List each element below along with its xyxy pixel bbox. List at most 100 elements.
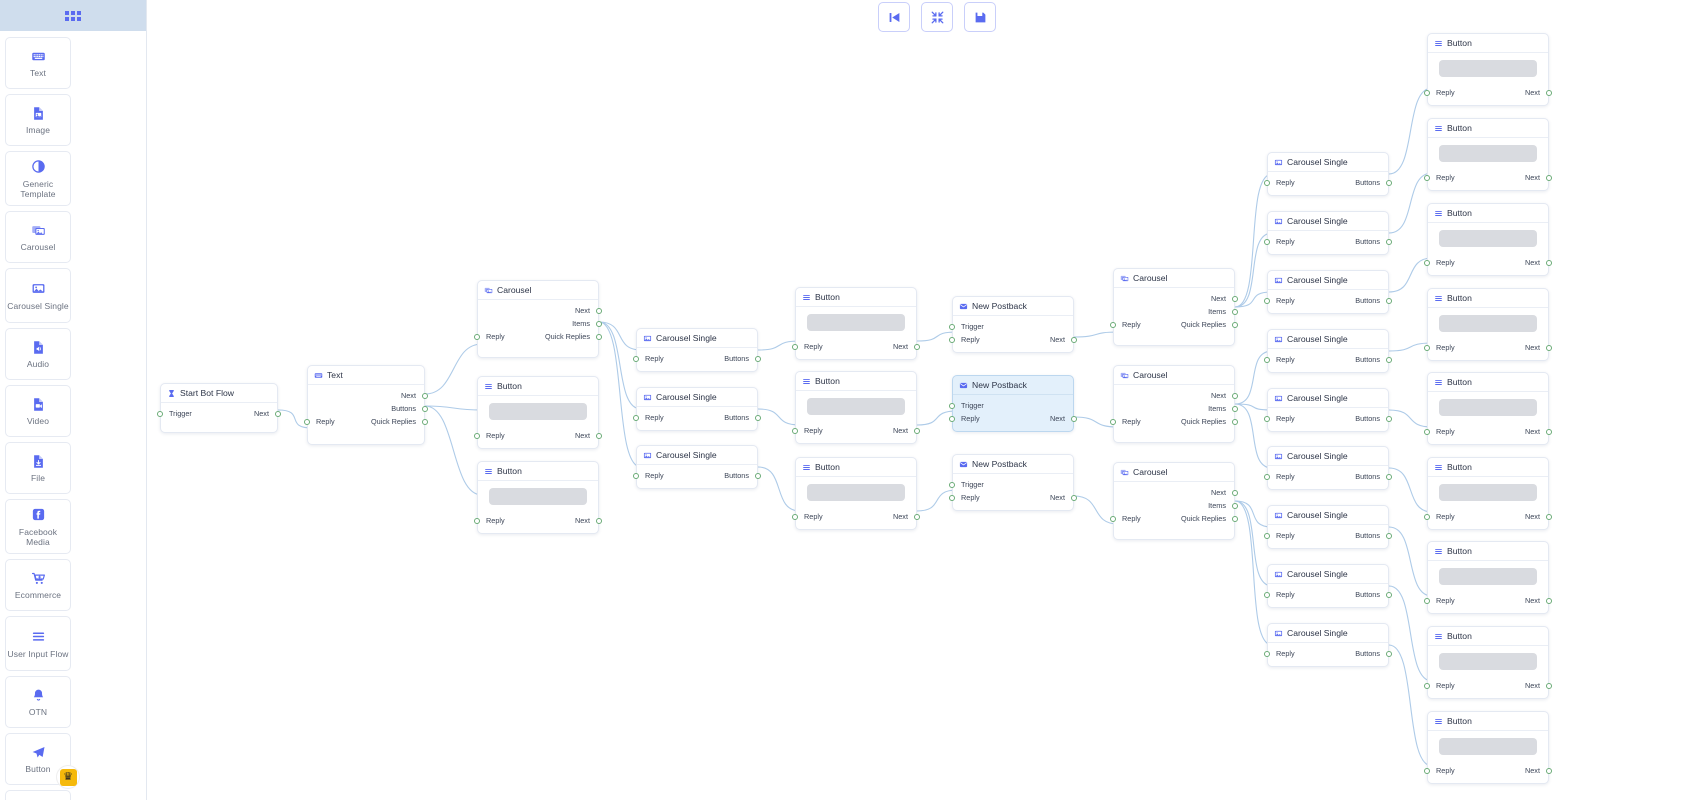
- port-dot-out[interactable]: [1386, 356, 1392, 363]
- port-label-right[interactable]: Next: [400, 391, 416, 400]
- port-dot-out[interactable]: [596, 517, 602, 524]
- port-label-right[interactable]: Buttons: [1355, 472, 1380, 481]
- port-label-right[interactable]: Next: [574, 516, 590, 525]
- port-label-left[interactable]: Trigger: [169, 409, 192, 418]
- port-dot-in[interactable]: [1264, 297, 1270, 304]
- port-label-right[interactable]: Next: [1049, 335, 1065, 344]
- node-header[interactable]: Carousel Single: [1268, 506, 1388, 525]
- port-dot-out[interactable]: [755, 472, 761, 479]
- port-label-right[interactable]: Items: [1208, 404, 1226, 413]
- port-dot-in[interactable]: [949, 336, 955, 343]
- port-label-right[interactable]: Next: [1524, 258, 1540, 267]
- port-dot-out[interactable]: [596, 320, 602, 327]
- palette-item-text[interactable]: Text: [5, 37, 71, 89]
- port-label-right[interactable]: Next: [1210, 391, 1226, 400]
- node-header[interactable]: Button: [1428, 119, 1548, 138]
- node-header[interactable]: New Postback: [953, 297, 1073, 316]
- connection-link[interactable]: [424, 405, 483, 411]
- node-header[interactable]: Button: [478, 462, 598, 481]
- port-dot-in[interactable]: [792, 513, 798, 520]
- port-dot-in[interactable]: [1110, 515, 1116, 522]
- node-header[interactable]: Carousel Single: [637, 388, 757, 407]
- port-dot-out[interactable]: [422, 405, 428, 412]
- port-label-right[interactable]: Next: [892, 426, 908, 435]
- port-dot-out[interactable]: [1386, 179, 1392, 186]
- port-dot-in[interactable]: [1424, 89, 1430, 96]
- palette-item-user-input-flow[interactable]: User Input Flow: [5, 616, 71, 671]
- port-dot-out[interactable]: [1546, 259, 1552, 266]
- port-dot-out[interactable]: [755, 355, 761, 362]
- port-dot-in[interactable]: [474, 432, 480, 439]
- connection-link[interactable]: [1388, 87, 1433, 175]
- connection-link[interactable]: [424, 405, 483, 496]
- port-label-left[interactable]: Reply: [1436, 766, 1455, 775]
- port-dot-out[interactable]: [1546, 767, 1552, 774]
- port-label-left[interactable]: Reply: [1436, 596, 1455, 605]
- port-label-right[interactable]: Next: [1524, 596, 1540, 605]
- port-label-right[interactable]: Items: [1208, 307, 1226, 316]
- port-label-right[interactable]: Next: [1524, 173, 1540, 182]
- port-label-left[interactable]: Reply: [1436, 88, 1455, 97]
- palette-item-carousel[interactable]: Carousel: [5, 211, 71, 263]
- port-label-right[interactable]: Next: [574, 431, 590, 440]
- port-dot-out[interactable]: [422, 392, 428, 399]
- port-dot-out[interactable]: [1546, 513, 1552, 520]
- port-dot-out[interactable]: [1232, 321, 1238, 328]
- port-dot-in[interactable]: [1264, 473, 1270, 480]
- port-label-right[interactable]: Buttons: [1355, 414, 1380, 423]
- port-label-left[interactable]: Reply: [1276, 472, 1295, 481]
- fit-to-screen-button[interactable]: [921, 2, 953, 32]
- port-dot-in[interactable]: [633, 414, 639, 421]
- port-dot-out[interactable]: [1232, 308, 1238, 315]
- port-dot-in[interactable]: [1110, 321, 1116, 328]
- port-dot-out[interactable]: [596, 333, 602, 340]
- port-label-left[interactable]: Reply: [1276, 649, 1295, 658]
- node-header[interactable]: Carousel Single: [1268, 271, 1388, 290]
- node-header[interactable]: Button: [796, 288, 916, 307]
- port-dot-in[interactable]: [1424, 174, 1430, 181]
- node-header[interactable]: Carousel: [1114, 463, 1234, 482]
- connection-link[interactable]: [1073, 331, 1119, 338]
- port-dot-in[interactable]: [1110, 418, 1116, 425]
- node-header[interactable]: Carousel Single: [637, 329, 757, 348]
- port-label-right[interactable]: Quick Replies: [1180, 417, 1226, 426]
- skip-to-start-button[interactable]: [878, 2, 910, 32]
- port-label-right[interactable]: Next: [1524, 681, 1540, 690]
- port-label-left[interactable]: Reply: [1436, 681, 1455, 690]
- port-dot-in[interactable]: [1264, 591, 1270, 598]
- port-dot-out[interactable]: [1232, 502, 1238, 509]
- node-header[interactable]: Button: [1428, 627, 1548, 646]
- connection-link[interactable]: [424, 343, 483, 395]
- port-dot-in[interactable]: [1424, 428, 1430, 435]
- port-dot-out[interactable]: [275, 410, 281, 417]
- port-label-left[interactable]: Reply: [1436, 173, 1455, 182]
- port-dot-in[interactable]: [1264, 238, 1270, 245]
- port-dot-in[interactable]: [1424, 597, 1430, 604]
- node-header[interactable]: Button: [1428, 712, 1548, 731]
- port-dot-in[interactable]: [1424, 344, 1430, 351]
- port-dot-out[interactable]: [1546, 344, 1552, 351]
- node-header[interactable]: Button: [1428, 458, 1548, 477]
- node-header[interactable]: New Postback: [953, 376, 1073, 395]
- port-label-left[interactable]: Reply: [1436, 343, 1455, 352]
- port-label-left[interactable]: Reply: [1436, 512, 1455, 521]
